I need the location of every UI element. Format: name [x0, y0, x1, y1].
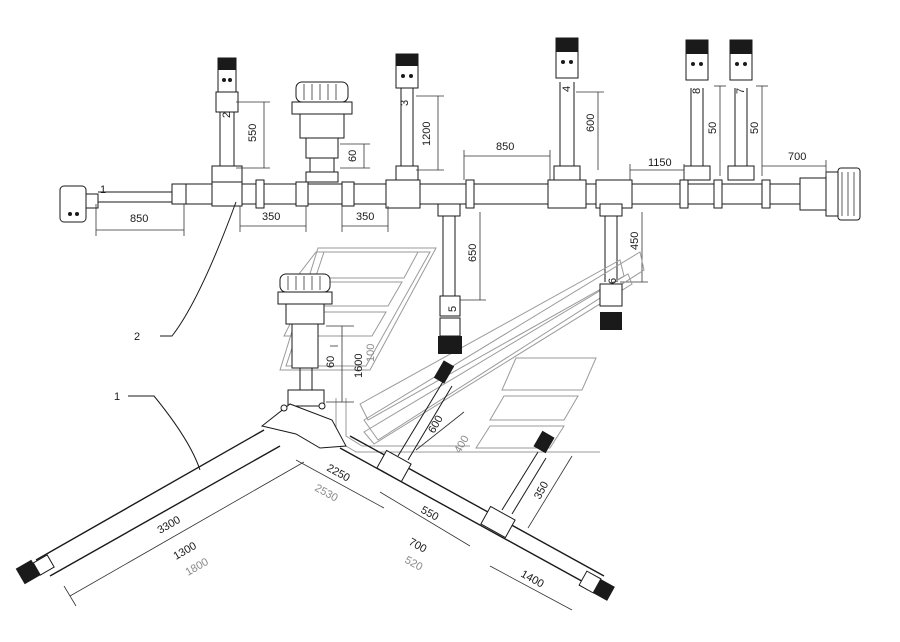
callout-1: 1: [114, 391, 120, 403]
top-dimensions: 850 350 350 550 60 1200 3 850 60: [95, 85, 827, 301]
dim-700: 700: [407, 536, 429, 555]
dim-520-grey: 520: [403, 554, 425, 573]
branch-8: [683, 39, 711, 181]
callout-1-top: 1: [100, 184, 106, 196]
callout-3: 3: [399, 100, 411, 106]
lower-dimensions: 60 1600 100 600 400 2250 2530 3300 1300 …: [63, 325, 573, 611]
branch-6-stub: [599, 203, 623, 282]
dim-700-right: 700: [788, 151, 806, 163]
callout-6: 6: [607, 278, 619, 284]
dim-450: 450: [629, 232, 641, 250]
callout-2: 2: [134, 331, 140, 343]
callout-5: 5: [447, 306, 459, 312]
dim-3300: 3300: [156, 514, 183, 537]
callout-4: 4: [561, 86, 573, 92]
callout-7: 7: [735, 88, 747, 94]
dim-850-mid: 850: [496, 141, 514, 153]
branch-3: [395, 53, 419, 181]
dim-1600: 1600: [353, 354, 365, 378]
dim-350-a: 350: [262, 211, 280, 223]
dim-550: 550: [419, 504, 441, 523]
dim-100-grey: 100: [365, 344, 377, 362]
dim-50-b: 50: [749, 122, 761, 134]
dim-2250: 2250: [325, 462, 352, 484]
dim-350-low: 350: [532, 480, 551, 502]
dim-350-b: 350: [356, 211, 374, 223]
branch-7: [727, 39, 755, 181]
dim-650: 650: [467, 244, 479, 262]
dim-550: 550: [247, 124, 259, 142]
y-junction: [260, 402, 347, 449]
dim-600-top: 600: [585, 114, 597, 132]
lower-connector-near-5: [433, 360, 455, 384]
top-harness: [59, 37, 861, 298]
dim-1400: 1400: [519, 568, 546, 590]
branch-2: [211, 57, 243, 183]
center-large-connector: [291, 81, 353, 183]
dim-600-low: 600: [426, 414, 446, 436]
callout-leaders: 2 1 5 6: [114, 201, 619, 471]
dim-50-a: 50: [707, 122, 719, 134]
dim-1150: 1150: [648, 157, 672, 169]
dim-850-left: 850: [130, 213, 148, 225]
left-end-connector: [59, 185, 99, 223]
lower-right-connector: [578, 570, 615, 601]
branch-4: [553, 37, 581, 181]
callout-2-top: 2: [221, 112, 233, 118]
dim-60-low: 60: [325, 356, 337, 368]
lower-harness: [15, 273, 623, 601]
dim-2530-grey: 2530: [313, 482, 340, 504]
right-end-connector: [799, 167, 861, 221]
branch-5-stub: [437, 203, 461, 298]
callout-8: 8: [691, 88, 703, 94]
dim-60-top: 60: [347, 150, 359, 162]
connector-5: [438, 295, 462, 354]
dim-1200: 1200: [421, 122, 433, 146]
lower-left-connector: [15, 554, 55, 585]
dim-1800-grey: 1800: [184, 556, 211, 579]
lower-connector-right-up: [533, 430, 555, 454]
dim-1300: 1300: [172, 540, 199, 563]
connector-6: [599, 283, 623, 330]
lower-large-connector: [277, 273, 333, 407]
